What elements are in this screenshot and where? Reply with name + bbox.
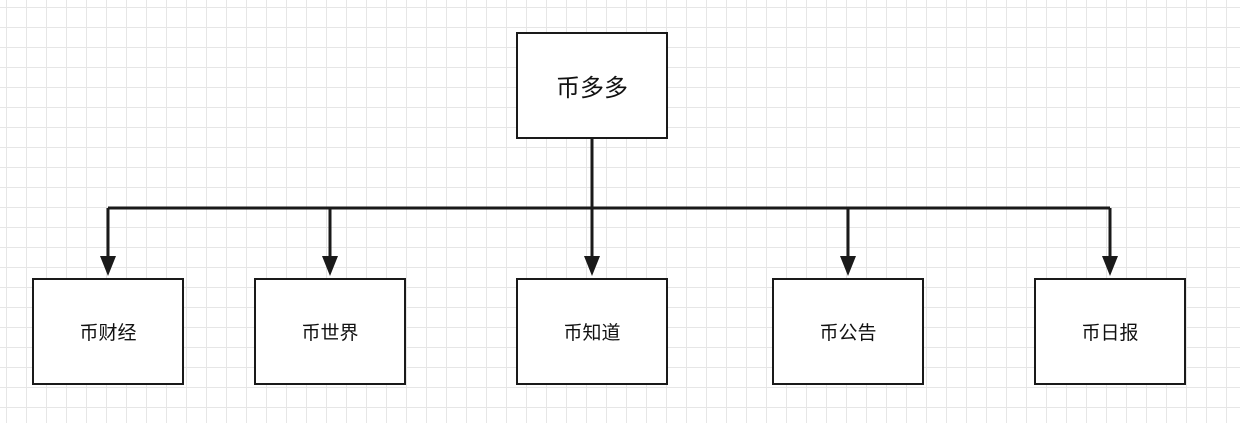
child-node-1[interactable]: 币财经 — [32, 278, 184, 385]
child-node-2[interactable]: 币世界 — [254, 278, 406, 385]
branch-connector-1 — [100, 208, 116, 276]
child-node-label: 币日报 — [1081, 322, 1139, 344]
child-node-3[interactable]: 币知道 — [516, 278, 668, 385]
branch-connector-4 — [840, 208, 856, 276]
child-node-label: 币公告 — [819, 322, 877, 344]
child-node-label: 币知道 — [563, 322, 621, 344]
root-node[interactable]: 币多多 — [516, 32, 668, 139]
branch-connector-2 — [322, 208, 338, 276]
child-node-label: 币世界 — [301, 322, 359, 344]
child-node-4[interactable]: 币公告 — [772, 278, 924, 385]
child-node-5[interactable]: 币日报 — [1034, 278, 1186, 385]
branch-connector-5 — [1102, 208, 1118, 276]
root-node-label: 币多多 — [556, 74, 628, 102]
branch-connector-3 — [584, 208, 600, 276]
child-node-label: 币财经 — [79, 322, 137, 344]
